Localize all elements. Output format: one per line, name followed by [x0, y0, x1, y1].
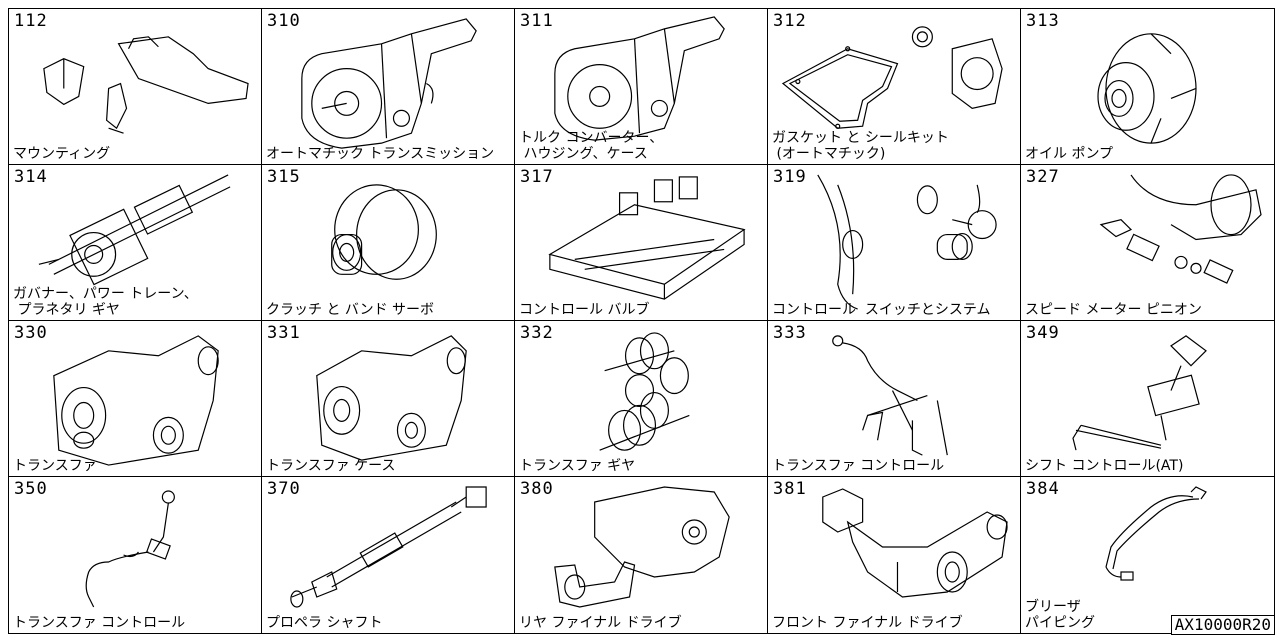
transfer-gear-icon: [599, 332, 690, 451]
part-group-code: 112: [14, 11, 48, 31]
part-group-310[interactable]: 310 オートマチック トランスミッション: [262, 9, 515, 165]
part-group-350[interactable]: 350 トランスファ コントロール: [9, 477, 262, 633]
part-group-327[interactable]: 327 スピード メーター ピニオン: [1021, 165, 1274, 321]
part-group-code: 381: [773, 479, 807, 499]
part-group-313[interactable]: 313 オイル ポンプ: [1021, 9, 1274, 165]
part-group-code: 331: [267, 323, 301, 343]
mounting-icon: [43, 36, 249, 134]
gasket-seal-kit-icon: [781, 26, 1003, 129]
part-group-label: トランスファ: [13, 458, 97, 474]
part-group-code: 370: [267, 479, 301, 499]
part-group-code: 380: [520, 479, 554, 499]
transfer-control-icon: [832, 335, 948, 456]
part-group-381[interactable]: 381 フロント ファイナル ドライブ: [768, 477, 1021, 633]
part-group-code: 350: [14, 479, 48, 499]
torque-converter-housing-icon: [554, 16, 725, 141]
part-group-code: 332: [520, 323, 554, 343]
part-group-code: 327: [1026, 167, 1060, 187]
diagram-reference-code: AX10000R20: [1170, 615, 1275, 635]
part-group-311[interactable]: 311 トルク コンバーター、 ハウジング、ケース: [515, 9, 768, 165]
part-group-label: ガスケット と シールキット (オートマチック): [772, 130, 949, 162]
part-group-code: 330: [14, 323, 48, 343]
part-group-code: 333: [773, 323, 807, 343]
part-group-label: トルク コンバーター、 ハウジング、ケース: [519, 130, 664, 162]
governor-planetary-gear-icon: [38, 174, 231, 286]
part-group-label: トランスファ ギヤ: [519, 458, 636, 474]
part-group-code: 311: [520, 11, 554, 31]
part-group-label: フロント ファイナル ドライブ: [772, 615, 963, 631]
part-group-label: コントロール スイッチとシステム: [772, 302, 991, 318]
part-group-label: マウンティング: [13, 146, 111, 162]
rear-final-drive-icon: [554, 486, 730, 608]
part-group-330[interactable]: 330 トランスファ: [9, 321, 262, 477]
part-group-label: リヤ ファイナル ドライブ: [519, 615, 682, 631]
front-final-drive-icon: [822, 488, 1008, 598]
parts-index-grid: 112 マウンティング 310 オートマチック トランスミッション 311 トルク コンバ…: [8, 8, 1275, 634]
part-group-label: プロペラ シャフト: [266, 615, 383, 631]
part-group-label: オートマチック トランスミッション: [266, 146, 495, 162]
part-group-label: トランスファ コントロール: [772, 458, 945, 474]
part-group-code: 315: [267, 167, 301, 187]
part-group-code: 314: [14, 167, 48, 187]
part-group-code: 312: [773, 11, 807, 31]
part-group-331[interactable]: 331 トランスファ ケース: [262, 321, 515, 477]
part-group-349[interactable]: 349 シフト コントロール(AT): [1021, 321, 1274, 477]
part-group-label: スピード メーター ピニオン: [1025, 302, 1202, 318]
part-group-312[interactable]: 312 ガスケット と シールキット (オートマチック): [768, 9, 1021, 165]
control-valve-icon: [548, 176, 746, 300]
part-group-317[interactable]: 317 コントロール バルブ: [515, 165, 768, 321]
part-group-code: 310: [267, 11, 301, 31]
part-group-label: クラッチ と バンド サーボ: [266, 302, 435, 318]
part-group-112[interactable]: 112 マウンティング: [9, 9, 262, 165]
clutch-band-servo-icon: [331, 184, 437, 280]
part-group-code: 349: [1026, 323, 1060, 343]
transfer-control-lever-icon: [85, 490, 175, 608]
part-group-314[interactable]: 314 ガバナー、パワー トレーン、 プラネタリ ギヤ: [9, 165, 262, 321]
part-group-code: 319: [773, 167, 807, 187]
part-group-code: 317: [520, 167, 554, 187]
part-group-label: シフト コントロール(AT): [1025, 458, 1184, 474]
control-switch-system-icon: [817, 174, 997, 310]
part-group-label: ガバナー、パワー トレーン、 プラネタリ ギヤ: [13, 286, 198, 318]
part-group-label: オイル ポンプ: [1025, 146, 1114, 162]
part-group-label: コントロール バルブ: [519, 302, 650, 318]
part-group-code: 384: [1026, 479, 1060, 499]
part-group-label: ブリーザ パイピング: [1025, 599, 1095, 631]
part-group-370[interactable]: 370 プロペラ シャフト: [262, 477, 515, 633]
part-group-332[interactable]: 332 トランスファ ギヤ: [515, 321, 768, 477]
part-group-code: 313: [1026, 11, 1060, 31]
transfer-case-icon: [316, 335, 467, 461]
breather-piping-icon: [1105, 486, 1207, 581]
automatic-transmission-icon: [301, 18, 477, 149]
propeller-shaft-icon: [290, 486, 487, 608]
part-group-333[interactable]: 333 トランスファ コントロール: [768, 321, 1021, 477]
part-group-380[interactable]: 380 リヤ ファイナル ドライブ: [515, 477, 768, 633]
part-group-319[interactable]: 319 コントロール スイッチとシステム: [768, 165, 1021, 321]
part-group-384[interactable]: 384 ブリーザ パイピング: [1021, 477, 1274, 633]
part-group-label: トランスファ ケース: [266, 458, 396, 474]
part-group-label: トランスファ コントロール: [13, 615, 186, 631]
part-group-315[interactable]: 315 クラッチ と バンド サーボ: [262, 165, 515, 321]
shift-control-icon: [1072, 335, 1207, 451]
oil-pump-icon: [1097, 33, 1197, 144]
transfer-icon: [53, 335, 219, 466]
speedometer-pinion-icon: [1099, 174, 1262, 284]
